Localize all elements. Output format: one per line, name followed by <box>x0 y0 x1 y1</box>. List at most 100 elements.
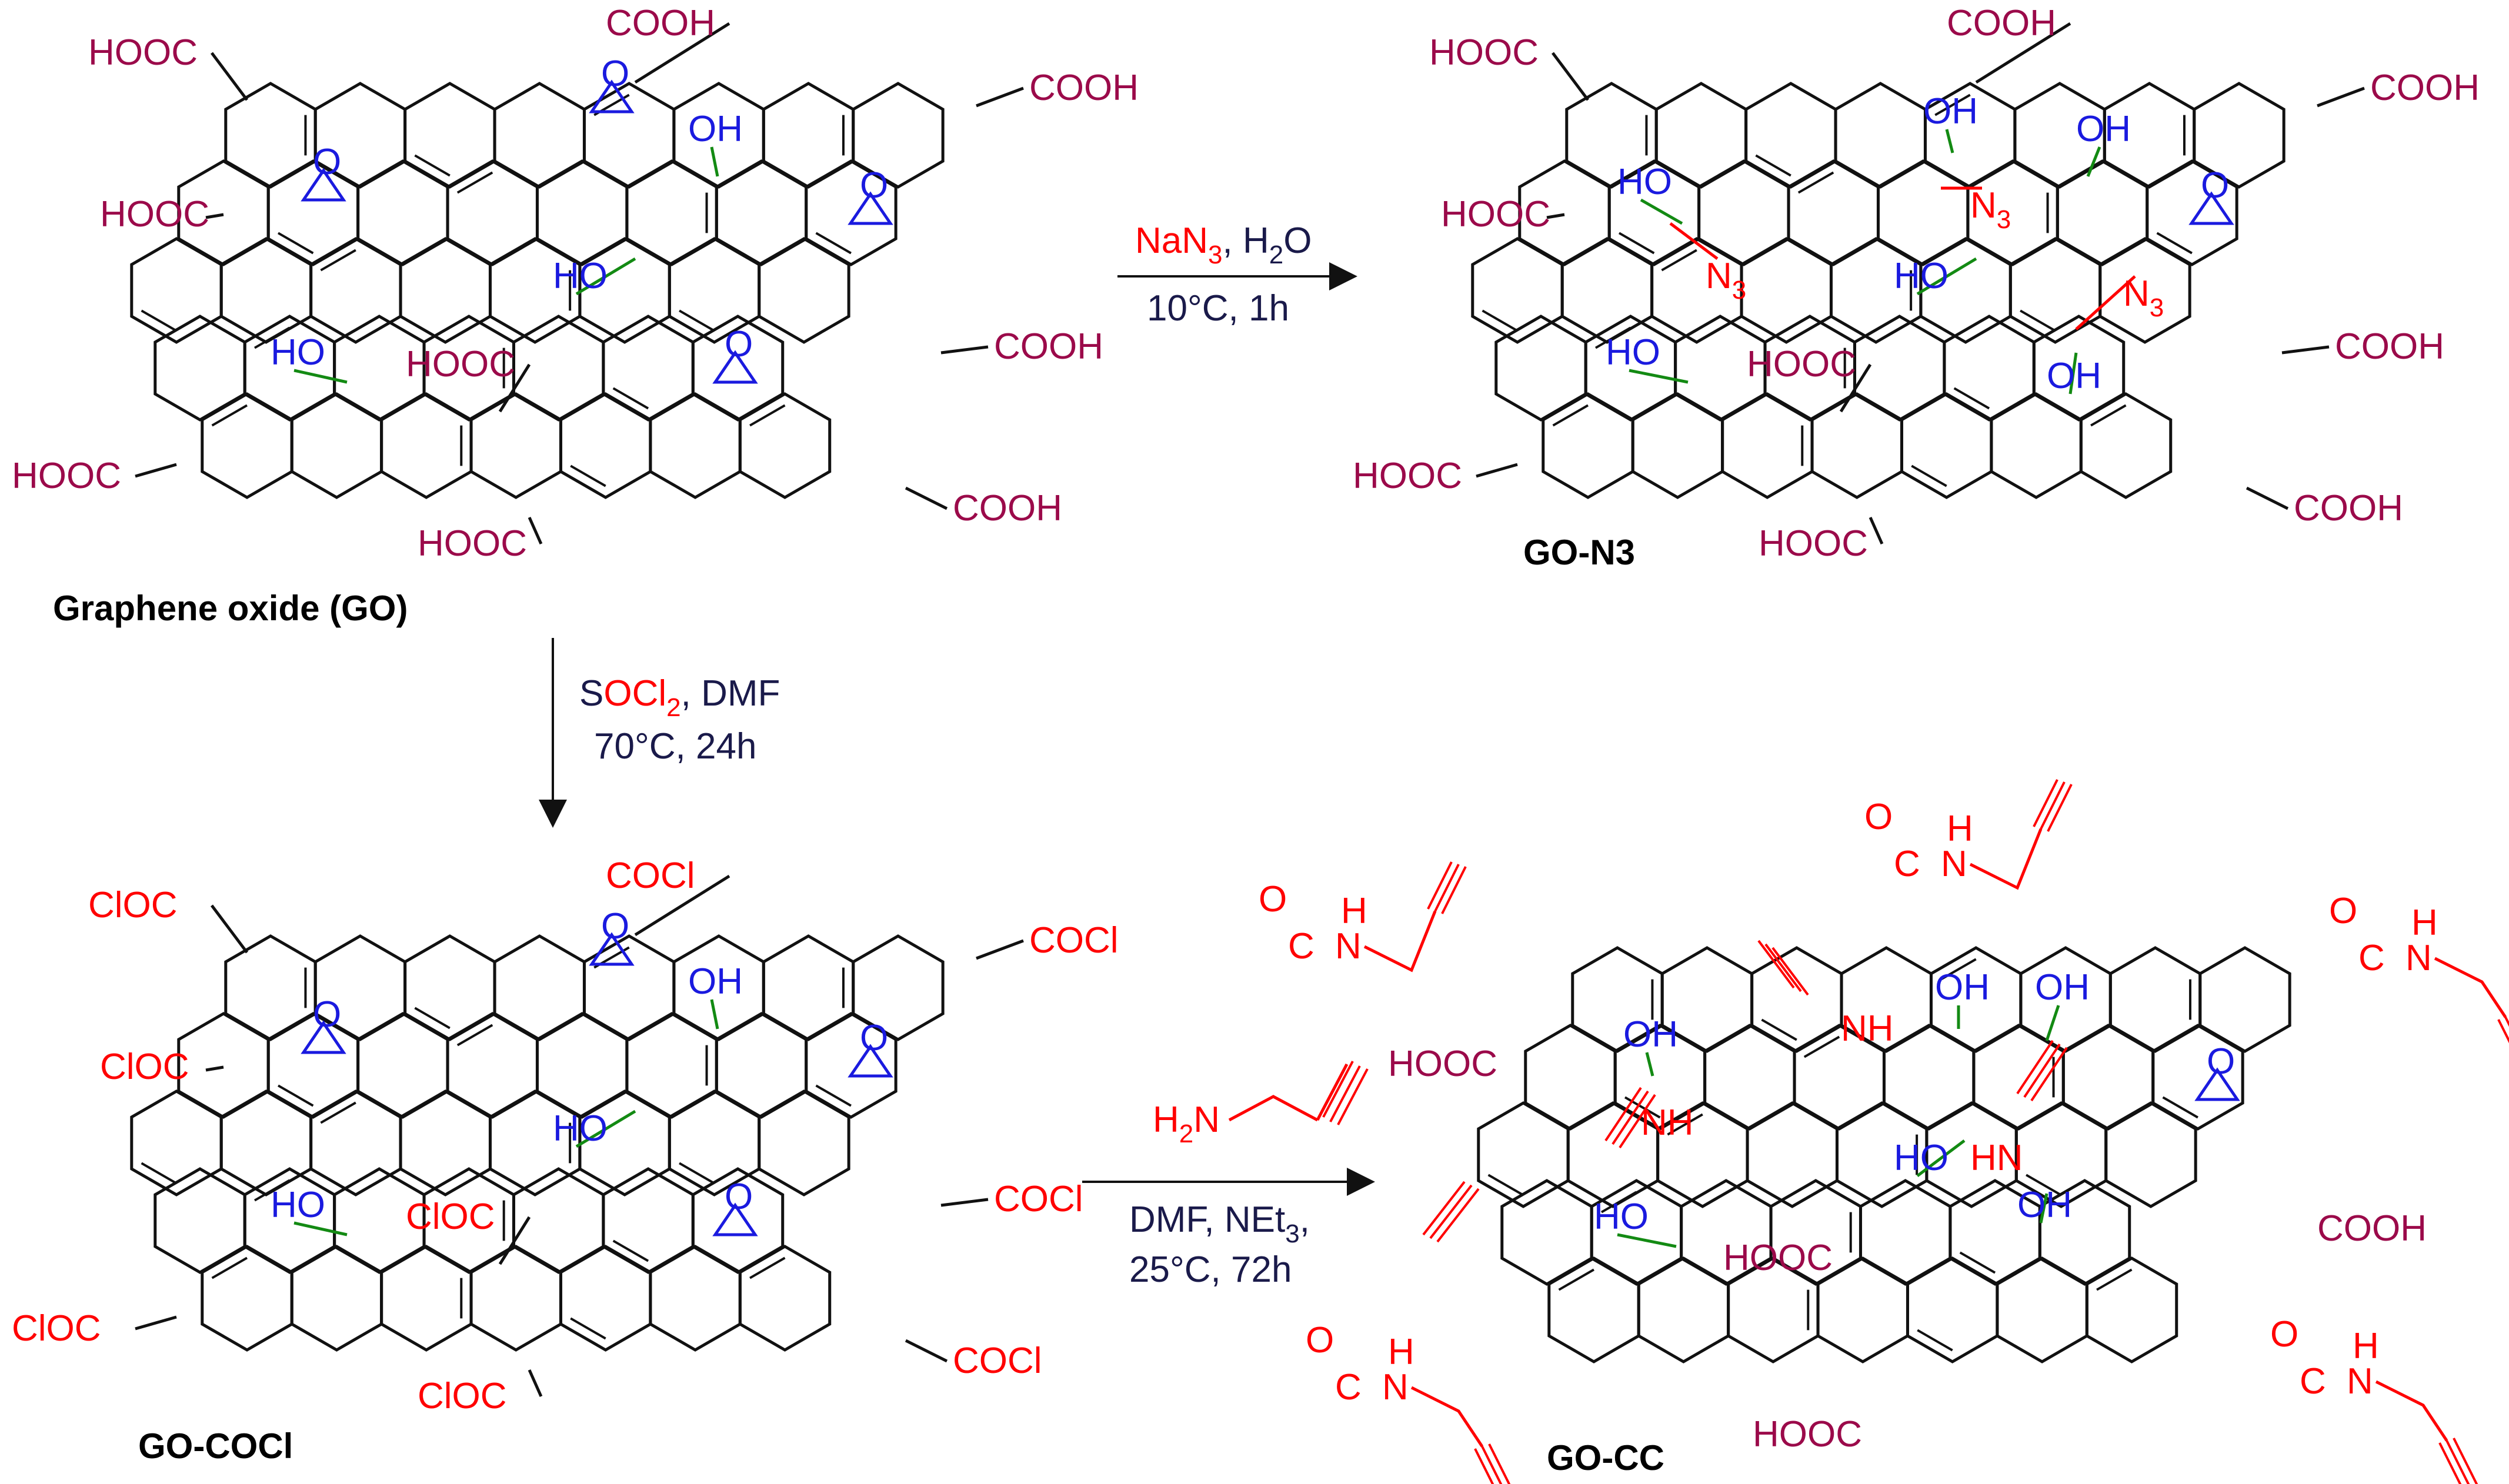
gon3-edge-group-8: HOOC <box>1747 344 1856 385</box>
go-epoxide-o-text: O <box>601 54 629 94</box>
gon3-edge-group-2-text: COOH <box>2370 68 2480 108</box>
gocc-epoxide-o-text: O <box>2207 1041 2235 1082</box>
gon3-edge-group-0-text: HOOC <box>1429 32 1539 73</box>
gon3-epoxide-o-text: O <box>2201 165 2229 206</box>
gocc-amide-bottom-left-h-text: H <box>1388 1332 1414 1372</box>
gocl-epoxide-o: O <box>313 994 341 1035</box>
gon3-edge-bond <box>1869 516 1884 545</box>
gon3-hydroxyl-bond <box>1640 198 1683 225</box>
go-edge-bond <box>135 463 177 478</box>
gocl-epoxide: O <box>301 994 346 1054</box>
go-double-bond <box>815 232 852 255</box>
gocc-hydroxyl-label-text: HO <box>1594 1196 1649 1237</box>
gon3-hydroxyl: HO <box>1606 332 1689 384</box>
go-edge-bond <box>634 22 730 84</box>
gon3-edge-group-3-text: HOOC <box>1441 194 1550 235</box>
gocl-edge-bond <box>905 1339 948 1363</box>
gon3-double-bond <box>1482 309 1519 332</box>
gocc-amide-right-c-text: C <box>2358 938 2385 978</box>
gon3-edge-group-1: COOH <box>1947 3 2056 44</box>
gocc-amide-bottom-right-alkyne <box>2438 1438 2478 1484</box>
gocc-hydroxyl-label-text: OH <box>1935 967 1990 1008</box>
go-edge-group-7: HOOC <box>418 523 527 564</box>
gon3-azide-2-sub: 3 <box>2150 293 2164 322</box>
gocc-amide-right-h: H <box>2411 903 2438 943</box>
go-ring <box>758 237 850 344</box>
gon3-azide-1-text: N <box>1970 185 1997 226</box>
gocl-hydroxyl-bond <box>293 1221 348 1236</box>
go-edge-group-4: COOH <box>994 326 1103 367</box>
gon3-azide-1-sub: 3 <box>1997 205 2011 234</box>
reagent-net-tail: , <box>1300 1199 1310 1240</box>
gocc-inner-alkyne <box>1757 940 1809 996</box>
go-edge-group-0: HOOC <box>88 32 198 73</box>
gocc-amide-top-left-c-text: C <box>1288 926 1314 967</box>
gon3-azide-bond <box>2075 275 2136 330</box>
go-hydroxyl: OH <box>688 109 743 177</box>
gocl-epoxide-ring <box>301 1020 346 1054</box>
gon3-double-bond <box>1934 93 1971 116</box>
gocl-epoxide-o-text: O <box>313 994 341 1035</box>
gocl-edge-group-5: ClOC <box>12 1308 101 1349</box>
gocc-amide-right-o: O <box>2329 891 2357 931</box>
gocc-hydroxyl: OH <box>2035 967 2090 1041</box>
gocc-double-bond <box>1487 1174 1524 1196</box>
go-hydroxyl-bond <box>710 146 719 177</box>
gocc-acid-2-text: COOH <box>2317 1208 2427 1249</box>
gocc-inner-alkyne <box>2016 1040 2068 1102</box>
gocc-double-bond <box>1761 1018 1797 1041</box>
go-double-bond <box>414 154 451 177</box>
gocc-amide-top-o: O <box>1864 797 1893 837</box>
gocl-double-bond <box>320 1101 356 1124</box>
go-carbon-lattice <box>130 82 945 499</box>
gocl-edge-bond <box>135 1315 177 1331</box>
gocc-amide-right-h-text: H <box>2411 903 2438 943</box>
gon3-hydroxyl: HO <box>1894 256 1977 296</box>
title-go-n3: GO-N3 <box>1523 533 1635 572</box>
gocl-hydroxyl-label-text: HO <box>553 1108 608 1149</box>
gon3-double-bond <box>2156 232 2193 255</box>
go-edge-bond <box>498 363 531 413</box>
gocl-edge-bond <box>634 874 730 937</box>
gon3-edge-group-2: COOH <box>2370 68 2480 108</box>
gocl-hydroxyl-label-text: HO <box>271 1185 325 1225</box>
gocc-amide-top-left-o: O <box>1259 879 1287 920</box>
gon3-hydroxyl-label-text: HO <box>1894 256 1949 296</box>
gocc-ring <box>2085 1256 2178 1363</box>
gon3-hydroxyl-label-text: OH <box>1923 91 1978 132</box>
gocc-amide-top-left-n-text: N <box>1335 926 1362 967</box>
gon3-edge-group-1-text: COOH <box>1947 3 2056 44</box>
gocc-hydroxyl-label: OH <box>1623 1014 1678 1055</box>
gocc-amide-top-left-alkyne <box>1427 861 1467 914</box>
go-epoxide-ring <box>712 350 758 384</box>
gocc-hydroxyl-bond <box>1645 1052 1654 1077</box>
gocl-edge-group-3-text: ClOC <box>100 1047 189 1087</box>
gocl-double-bond <box>456 1024 493 1047</box>
gocc-amide-top-c-text: C <box>1894 844 1920 884</box>
go-double-bond <box>253 326 291 349</box>
gon3-edge-group-4-text: COOH <box>2335 326 2444 367</box>
gon3-hydroxyl-label-text: OH <box>2076 109 2131 149</box>
gocl-edge-bond <box>498 1216 531 1265</box>
gon3-edge-group-7: HOOC <box>1759 523 1868 564</box>
gon3-double-bond <box>1594 326 1631 349</box>
gon3-double-bond <box>1661 249 1697 272</box>
go-hydroxyl-label: HO <box>271 332 325 373</box>
gocc-amide-bottom-left-n: N <box>1382 1367 1409 1408</box>
gocc-amide-bottom-right-propargyl <box>2375 1380 2448 1442</box>
gocc-amide-nh-1: NH <box>1841 1008 1894 1049</box>
reagent-dmf-net3: DMF, NEt3, <box>1129 1199 1310 1248</box>
gocc-amide-right-propargyl <box>2434 957 2507 1018</box>
gon3-edge-group-3: HOOC <box>1441 194 1550 235</box>
gocc-amide-right-alkyne <box>2497 1017 2509 1044</box>
gocl-epoxide-o: O <box>725 1176 753 1217</box>
gocl-edge-bond <box>976 939 1024 960</box>
gon3-ring <box>2079 392 2173 499</box>
gocl-edge-group-2: COCl <box>1029 920 1119 961</box>
gocl-edge-bond <box>528 1369 543 1398</box>
gocl-ring <box>758 1089 850 1196</box>
gocc-ring <box>2104 1101 2197 1208</box>
